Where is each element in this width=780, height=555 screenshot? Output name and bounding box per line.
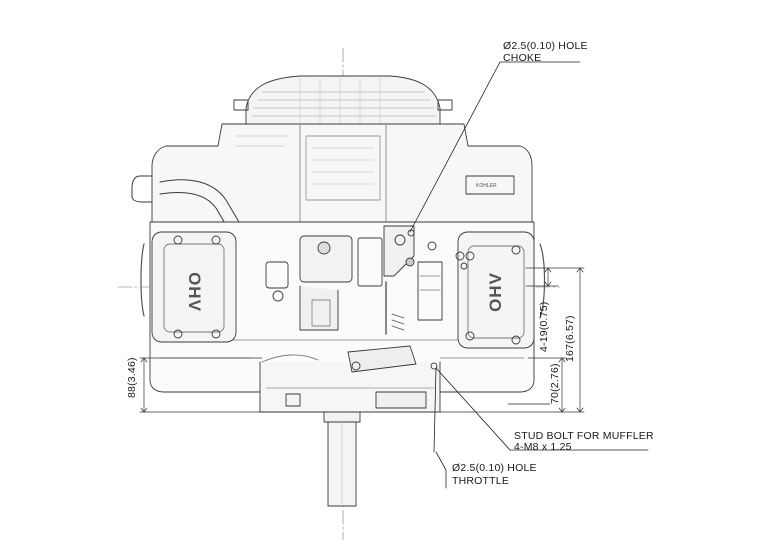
choke-label: CHOKE (503, 52, 542, 64)
carburetor-linkage (261, 225, 468, 409)
right-valve-cover (457, 231, 546, 349)
throttle-label: THROTTLE (452, 475, 510, 487)
dimension-70: 70(2.76) (549, 363, 561, 404)
dimension-mount-holes: 4-19(0.75) (538, 301, 550, 352)
blower-housing: KOHLER (151, 75, 533, 223)
dimension-lines (139, 267, 585, 413)
dimension-88: 88(3.46) (126, 357, 138, 398)
left-valve-cover (140, 231, 237, 343)
stud-bolt-spec-label: 4-M8 x 1.25 (514, 441, 572, 453)
dimension-167: 167(6.57) (564, 315, 576, 362)
svg-text:KOHLER: KOHLER (476, 183, 497, 189)
leader-lines (409, 61, 649, 489)
valve-cover-left-marking: OHV (185, 272, 204, 312)
stud-bolt-label: STUD BOLT FOR MUFFLER (514, 430, 654, 442)
choke-hole-label: Ø2.5(0.10) HOLE (503, 40, 588, 52)
valve-cover-right-marking: OHV (486, 272, 505, 312)
hole-markers (407, 229, 438, 370)
breather-tube (131, 175, 263, 261)
throttle-hole-label: Ø2.5(0.10) HOLE (452, 462, 537, 474)
